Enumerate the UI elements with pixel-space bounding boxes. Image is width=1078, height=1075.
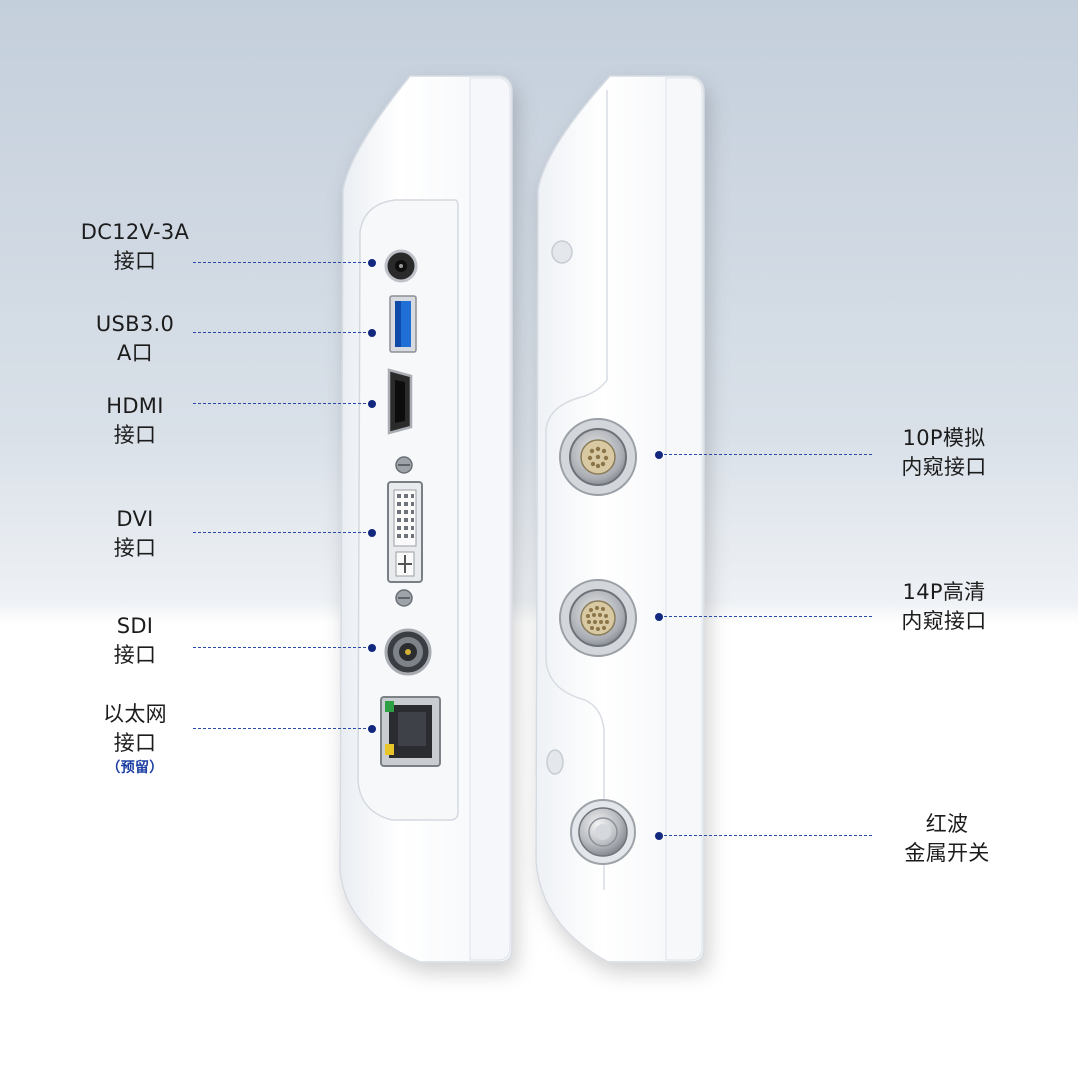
usb-leader <box>193 332 371 333</box>
sdi-dot <box>368 644 376 652</box>
endoscope-14p-leader <box>664 616 872 617</box>
hdmi-leader <box>193 403 371 404</box>
usb-dot <box>368 329 376 337</box>
ethernet-note: （预留） <box>106 760 164 776</box>
dc-jack <box>384 249 418 283</box>
sdi-leader <box>193 647 371 648</box>
dc-leader <box>193 262 371 263</box>
dvi-leader <box>193 532 371 533</box>
right-device <box>535 75 705 963</box>
endoscope-10p-leader <box>664 454 872 455</box>
sdi-bnc-port <box>384 628 432 676</box>
endoscope-10p-label: 10P模拟内窥接口 <box>901 426 987 479</box>
ethernet-dot <box>368 725 376 733</box>
screw-hole-icon <box>551 240 573 264</box>
endoscope-10p-connector <box>559 418 637 496</box>
metal-switch-icon <box>570 799 636 865</box>
screw-hole-icon <box>546 749 564 775</box>
left-device <box>339 75 513 963</box>
dc-dot <box>368 259 376 267</box>
dvi-port <box>387 456 423 607</box>
endoscope-10p-dot <box>655 451 663 459</box>
endoscope-14p-label: 14P高清内窥接口 <box>901 580 987 633</box>
dvi-dot <box>368 529 376 537</box>
usb3-port <box>389 295 417 353</box>
endoscope-14p-dot <box>655 613 663 621</box>
ethernet-leader <box>193 728 371 729</box>
switch-dot <box>655 832 663 840</box>
ethernet-label: 以太网接口 （预留） <box>70 700 200 778</box>
ethernet-port <box>380 696 441 767</box>
endoscope-14p-connector <box>559 579 637 657</box>
switch-leader <box>664 835 872 836</box>
switch-label: 红波金属开关 <box>904 812 990 865</box>
hdmi-dot <box>368 400 376 408</box>
hdmi-port <box>387 368 413 435</box>
